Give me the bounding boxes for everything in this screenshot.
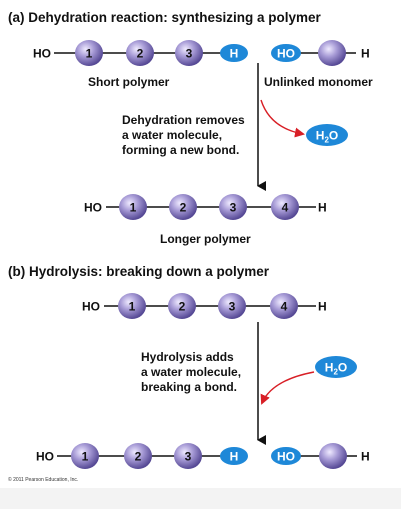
svg-text:HO: HO	[277, 47, 295, 61]
short-polymer-unit-3: 3	[175, 40, 203, 66]
svg-text:1: 1	[130, 201, 137, 215]
result-monomer: HO H	[271, 443, 370, 469]
longer-polymer-h: H	[318, 201, 327, 215]
hydrolysis-polymer-unit-2: 2	[168, 293, 196, 319]
svg-text:3: 3	[185, 450, 192, 464]
hydrolysis-water-pill: H2O	[315, 356, 357, 378]
hydrolysis-water-arrow	[260, 371, 315, 405]
svg-text:1: 1	[86, 47, 93, 61]
result-polymer-ho: HO	[36, 450, 54, 464]
svg-text:3: 3	[186, 47, 193, 61]
svg-text:2: 2	[179, 300, 186, 314]
water-formula-a: H2O	[316, 129, 338, 145]
monomer-h: H	[361, 47, 370, 61]
unlinked-monomer: HO H	[271, 40, 370, 66]
longer-polymer: HO 1 2 3 4 H	[84, 194, 327, 220]
svg-text:4: 4	[282, 201, 289, 215]
dehydration-water-pill: H2O	[306, 124, 348, 146]
hydrolysis-polymer-h: H	[318, 300, 327, 314]
longer-polymer-unit-4: 4	[271, 194, 299, 220]
copyright-notice: © 2011 Pearson Education, Inc.	[8, 476, 78, 483]
svg-text:H: H	[230, 450, 239, 464]
monomer-sphere	[318, 40, 346, 66]
result-polymer-unit-1: 1	[71, 443, 99, 469]
longer-polymer-ho: HO	[84, 201, 102, 215]
short-polymer-h-pill: H	[220, 44, 248, 62]
hydrolysis-description: Hydrolysis adds a water molecule, breaki…	[141, 350, 244, 394]
footer-bar	[0, 488, 401, 509]
svg-text:2: 2	[180, 201, 187, 215]
short-polymer-unit-1: 1	[75, 40, 103, 66]
longer-polymer-unit-2: 2	[169, 194, 197, 220]
section-b-title: (b) Hydrolysis: breaking down a polymer	[8, 264, 270, 279]
dehydration-water-arrow	[260, 99, 305, 138]
water-formula-b: H2O	[325, 361, 347, 377]
result-monomer-ho-pill: HO	[271, 447, 301, 465]
svg-text:4: 4	[281, 300, 288, 314]
result-polymer-unit-2: 2	[124, 443, 152, 469]
result-polymer: HO 1 2 3 H	[36, 443, 248, 469]
hydrolysis-polymer-unit-3: 3	[218, 293, 246, 319]
result-monomer-sphere	[319, 443, 347, 469]
short-polymer: HO 1 2 3 H	[33, 40, 248, 66]
svg-text:3: 3	[229, 300, 236, 314]
hydrolysis-polymer-unit-1: 1	[118, 293, 146, 319]
monomer-ho-pill: HO	[271, 44, 301, 62]
svg-text:HO: HO	[277, 450, 295, 464]
short-polymer-unit-2: 2	[126, 40, 154, 66]
svg-text:1: 1	[82, 450, 89, 464]
svg-text:2: 2	[135, 450, 142, 464]
longer-polymer-unit-1: 1	[119, 194, 147, 220]
result-polymer-h-pill: H	[220, 447, 248, 465]
hydrolysis-polymer-ho: HO	[82, 300, 100, 314]
result-polymer-unit-3: 3	[174, 443, 202, 469]
svg-text:H: H	[230, 47, 239, 61]
dehydration-description: Dehydration removes a water molecule, fo…	[122, 113, 248, 157]
hydrolysis-polymer-unit-4: 4	[270, 293, 298, 319]
short-polymer-label: Short polymer	[88, 75, 170, 89]
short-polymer-ho: HO	[33, 47, 51, 61]
svg-text:2: 2	[137, 47, 144, 61]
longer-polymer-label: Longer polymer	[160, 232, 251, 246]
svg-text:1: 1	[129, 300, 136, 314]
longer-polymer-unit-3: 3	[219, 194, 247, 220]
svg-text:3: 3	[230, 201, 237, 215]
result-monomer-h: H	[361, 450, 370, 464]
hydrolysis-polymer: HO 1 2 3 4 H	[82, 293, 327, 319]
unlinked-monomer-label: Unlinked monomer	[264, 75, 373, 89]
section-a-title: (a) Dehydration reaction: synthesizing a…	[8, 10, 322, 25]
